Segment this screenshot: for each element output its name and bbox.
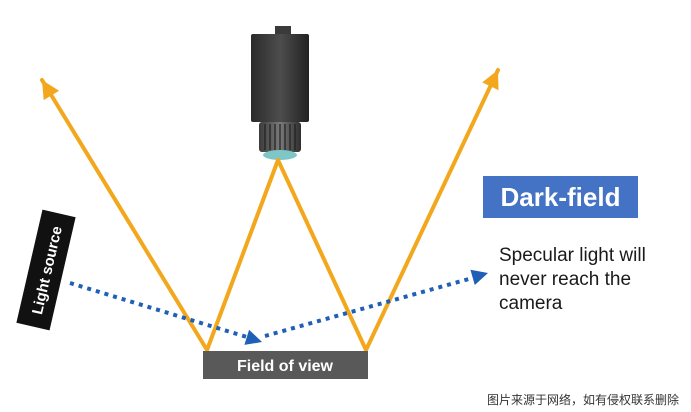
field-of-view-label: Field of view — [237, 358, 334, 375]
camera-body — [251, 34, 309, 122]
dark-field-title: Dark-field — [500, 181, 621, 212]
camera-lens-glass — [263, 150, 297, 160]
camera-lens-ridges — [264, 124, 296, 150]
camera-icon — [251, 26, 309, 160]
description-line-3: camera — [499, 293, 563, 314]
camera-connector — [275, 26, 291, 36]
description-line-1: Specular light will — [499, 245, 646, 266]
ray-right-arrowhead — [482, 70, 499, 91]
reflected-rays — [40, 68, 500, 352]
description-line-2: never reach the — [499, 269, 632, 290]
specular-description: Specular light will never reach the came… — [499, 244, 684, 316]
light-source: Light source — [16, 209, 76, 331]
specular-reflected-line — [264, 275, 477, 338]
field-of-view-bar — [203, 351, 368, 379]
light-source-block — [16, 209, 76, 331]
dark-field-badge: Dark-field — [483, 176, 638, 218]
specular-incident-line — [69, 281, 251, 340]
ray-left-arrowhead — [42, 80, 60, 101]
ray-left — [40, 68, 500, 352]
image-source-caption: 图片来源于网络，如有侵权联系删除 — [486, 393, 679, 407]
specular-light-path — [69, 269, 488, 345]
specular-end-arrowhead — [470, 269, 488, 285]
field-of-view: Field of view — [203, 351, 368, 379]
specular-mid-arrowhead — [244, 329, 262, 345]
